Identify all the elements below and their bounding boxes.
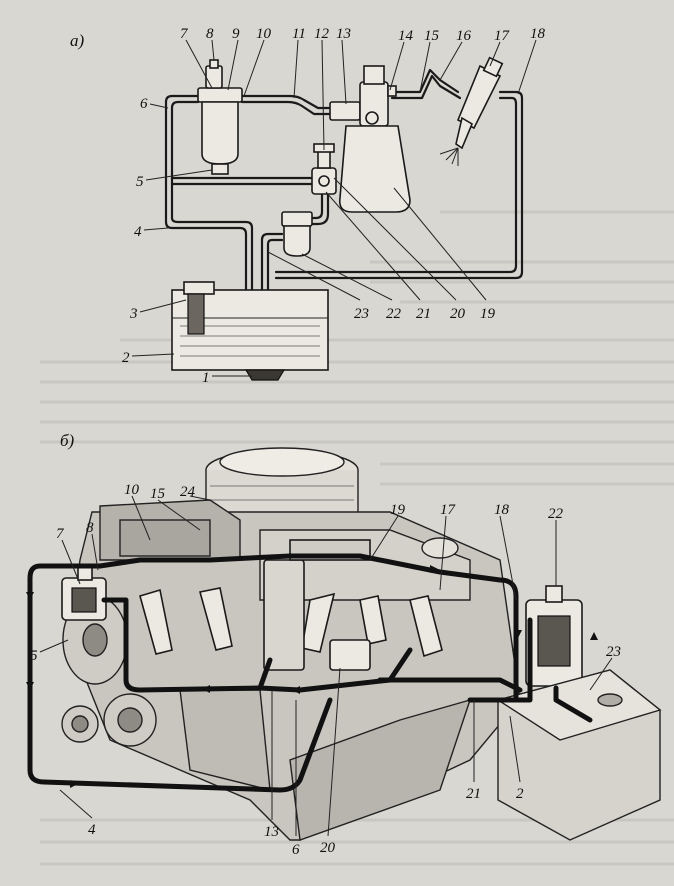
label-a-12: 12 <box>314 26 330 42</box>
external-coarse-filter <box>525 585 583 687</box>
label-b-21: 21 <box>466 786 481 802</box>
label-a-17: 17 <box>494 28 511 44</box>
label-a-14: 14 <box>398 28 414 44</box>
label-a-21: 21 <box>416 306 431 322</box>
label-b-22: 22 <box>548 506 564 522</box>
label-b-4: 4 <box>88 822 96 838</box>
label-a-4: 4 <box>134 224 142 240</box>
label-a-22: 22 <box>386 306 402 322</box>
label-b-7: 7 <box>56 526 65 542</box>
label-a-13: 13 <box>336 26 351 42</box>
air-cleaner <box>205 447 359 535</box>
fine-fuel-filter <box>197 59 243 175</box>
labels-b: б) 7 8 10 15 24 5 19 17 18 22 23 13 6 20… <box>30 431 621 858</box>
coarse-fuel-filter <box>281 211 313 257</box>
label-a-7: 7 <box>180 26 189 42</box>
label-b-15: 15 <box>150 486 166 502</box>
spray-lines <box>439 147 459 166</box>
label-a-23: 23 <box>354 306 369 322</box>
label-a-8: 8 <box>206 26 214 42</box>
label-a-3: 3 <box>129 306 138 322</box>
labels-a: а) 7 8 9 10 11 12 13 14 15 16 17 18 6 5 … <box>70 26 546 386</box>
label-a-19: 19 <box>480 306 496 322</box>
label-a-18: 18 <box>530 26 546 42</box>
leader-lines-b <box>39 495 613 837</box>
label-a-20: 20 <box>450 306 466 322</box>
label-a-6: 6 <box>140 96 148 112</box>
engine-injectors <box>139 587 443 658</box>
engine-block <box>61 499 521 841</box>
label-a-10: 10 <box>256 26 272 42</box>
scheme-a: а) 7 8 9 10 11 12 13 14 15 16 17 18 6 5 … <box>70 26 546 386</box>
fuel-injector <box>439 56 504 166</box>
label-a-5: 5 <box>136 174 144 190</box>
section-a-title: а) <box>70 31 85 50</box>
fuel-lines-b <box>27 553 593 793</box>
label-b-20: 20 <box>320 840 336 856</box>
label-a-9: 9 <box>232 26 240 42</box>
label-a-1: 1 <box>202 370 210 386</box>
flow-arrows <box>26 565 598 788</box>
label-b-17: 17 <box>440 502 457 518</box>
label-b-5: 5 <box>30 648 38 664</box>
fuel-priming-pump <box>311 143 337 195</box>
label-a-16: 16 <box>456 28 472 44</box>
fuel-tank <box>171 281 329 381</box>
label-a-15: 15 <box>424 28 440 44</box>
label-b-19: 19 <box>390 502 406 518</box>
label-b-13: 13 <box>264 824 279 840</box>
label-b-2: 2 <box>516 786 524 802</box>
injection-pump <box>329 65 411 213</box>
label-b-18: 18 <box>494 502 510 518</box>
label-a-2: 2 <box>122 350 130 366</box>
label-b-10: 10 <box>124 482 140 498</box>
leader-lines-a <box>131 39 537 377</box>
label-b-23: 23 <box>606 644 621 660</box>
external-fuel-tank <box>496 669 662 841</box>
label-b-8: 8 <box>86 520 94 536</box>
scheme-b: б) 7 8 10 15 24 5 19 17 18 22 23 13 6 20… <box>26 431 662 858</box>
label-a-11: 11 <box>292 26 306 42</box>
label-b-6: 6 <box>292 842 300 858</box>
label-b-24: 24 <box>180 484 196 500</box>
section-b-title: б) <box>60 431 75 450</box>
